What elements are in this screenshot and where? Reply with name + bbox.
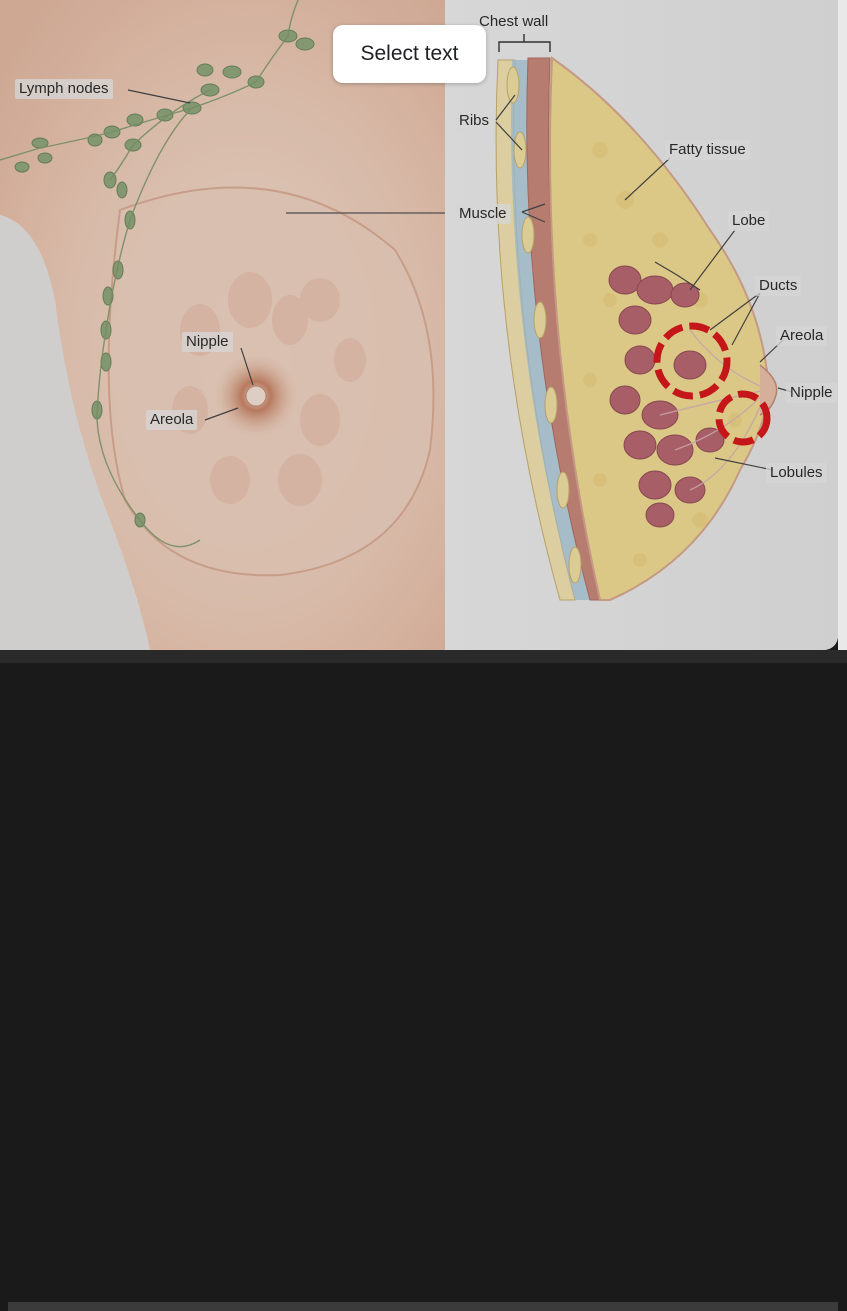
select-text-button[interactable]: Select text (333, 25, 486, 83)
label-ducts: Ducts (755, 276, 802, 296)
breast-anatomy-illustration (0, 0, 838, 650)
label-nipple-right: Nipple (786, 383, 837, 403)
label-lobe: Lobe (728, 211, 770, 231)
label-chest-wall: Chest wall (475, 12, 553, 32)
highlight-circle-lower (715, 390, 771, 446)
viewer-right-edge (838, 0, 847, 663)
label-nipple-left: Nipple (182, 332, 233, 352)
label-lobules: Lobules (766, 463, 827, 483)
label-fatty-tissue: Fatty tissue (665, 140, 750, 160)
label-ribs: Ribs (455, 111, 494, 131)
label-lymph-nodes: Lymph nodes (15, 79, 113, 99)
highlight-circle-upper (653, 322, 731, 400)
label-muscle: Muscle (455, 204, 511, 224)
viewer-bottom-bar (0, 650, 847, 1311)
label-areola-right: Areola (776, 326, 828, 346)
image-viewer: Chest wall Lymph nodes Ribs Fatty tissue… (0, 0, 838, 650)
label-areola-left: Areola (146, 410, 198, 430)
